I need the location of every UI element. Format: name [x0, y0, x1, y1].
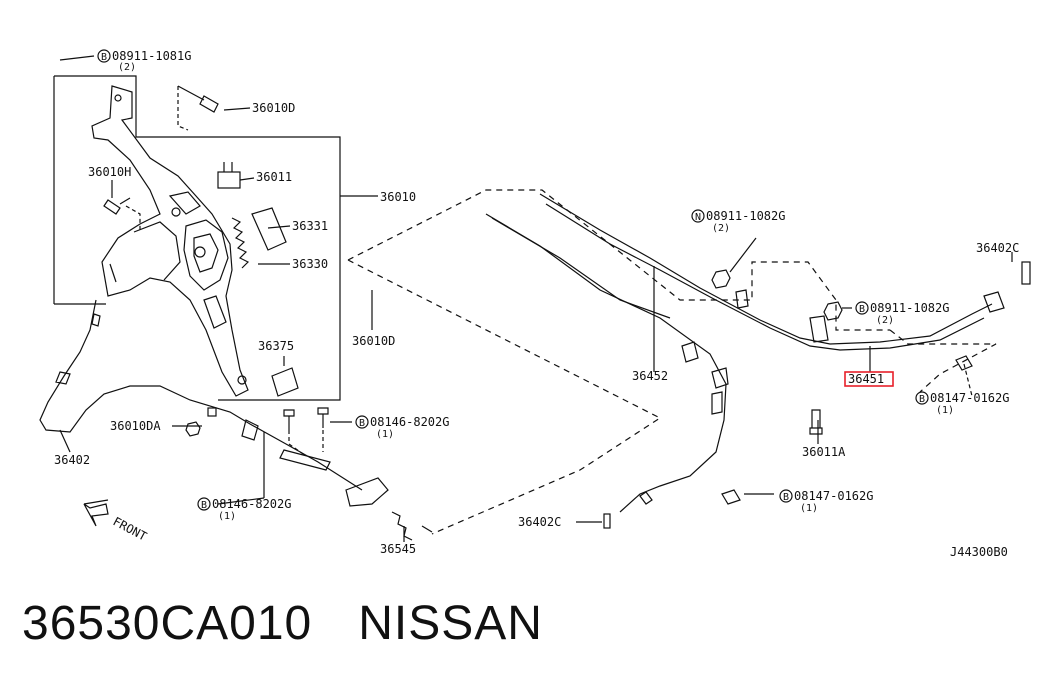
label-36330: 36330 — [292, 257, 328, 271]
label-36451: 36451 — [848, 372, 884, 386]
highlight-36451 — [844, 371, 894, 387]
cable-envelope — [347, 189, 890, 331]
fastener-qty: (2) — [118, 62, 136, 73]
bolt-08147-right — [955, 355, 973, 371]
fastener-code: 08911-1082G — [706, 209, 785, 223]
mark-08146-8202G-right: B — [359, 418, 365, 429]
label-36010H: 36010H — [88, 165, 131, 179]
pad-36375 — [271, 367, 299, 397]
fastener-qty: (1) — [376, 429, 394, 440]
reference-code: J44300B0 — [950, 545, 1008, 559]
mark-08147-0162G-right: B — [919, 394, 925, 405]
label-36010DA: 36010DA — [110, 419, 161, 433]
bolt-36010H — [103, 197, 131, 215]
fastener-qty: (1) — [800, 503, 818, 514]
cable-36452 — [485, 213, 727, 513]
fastener-qty: (2) — [876, 315, 894, 326]
switch-36011 — [217, 171, 241, 189]
mark-08911-1082G-n: N — [695, 212, 701, 223]
assembly-frame — [54, 75, 341, 401]
bolt-36010D-upper — [177, 85, 219, 113]
label-36402C-lower: 36402C — [518, 515, 561, 529]
spring-36330 — [231, 217, 250, 269]
bolt-08146-upper — [283, 409, 295, 430]
part-number: 36530CA010 — [22, 597, 313, 650]
fastener-qty: (1) — [936, 405, 954, 416]
fastener-code: 08146-8202G — [370, 415, 449, 429]
bolt-08147-lower — [721, 489, 741, 505]
front-label: FRONT — [111, 514, 149, 543]
bolt-08146-right — [317, 407, 329, 428]
fastener-code: 08911-1082G — [870, 301, 949, 315]
mark-08147-0162G-lower: B — [783, 492, 789, 503]
label-36011: 36011 — [256, 170, 292, 184]
mark-08911-1082G-b: B — [859, 304, 865, 315]
cable-36451 — [539, 193, 993, 345]
mark-08146-8202G-lower: B — [201, 500, 207, 511]
nut-08911-1082G-N — [711, 269, 731, 289]
label-36011A: 36011A — [802, 445, 846, 459]
fastener-code: 08147-0162G — [794, 489, 873, 503]
label-36402: 36402 — [54, 453, 90, 467]
brand-name: NISSAN — [358, 597, 543, 650]
pedal-bracket — [91, 85, 249, 397]
label-36375: 36375 — [258, 339, 294, 353]
label-36010D-lower: 36010D — [352, 334, 395, 348]
label-36010: 36010 — [380, 190, 416, 204]
bolt-36011A — [809, 409, 823, 435]
fastener-code: 08911-1081G — [112, 49, 191, 63]
fastener-code: 08146-8202G — [212, 497, 291, 511]
label-36331: 36331 — [292, 219, 328, 233]
bolt-36010DA — [185, 421, 201, 437]
mark-08911-1081G: B — [101, 52, 107, 63]
equalizer-bracket — [279, 449, 331, 471]
front-arrow-icon — [83, 503, 109, 527]
fastener-qty: (2) — [712, 223, 730, 234]
cable-36402 — [39, 299, 363, 491]
spring-36331 — [251, 207, 287, 251]
fastener-qty: (1) — [218, 511, 236, 522]
label-36452: 36452 — [632, 369, 668, 383]
part-caption: 36530CA010 NISSAN — [22, 596, 589, 651]
label-36545: 36545 — [380, 542, 416, 556]
fastener-code: 08147-0162G — [930, 391, 1009, 405]
label-36402C-right: 36402C — [976, 241, 1019, 255]
nut-08911-1082G-B — [823, 301, 843, 321]
label-36010D-upper: 36010D — [252, 101, 295, 115]
